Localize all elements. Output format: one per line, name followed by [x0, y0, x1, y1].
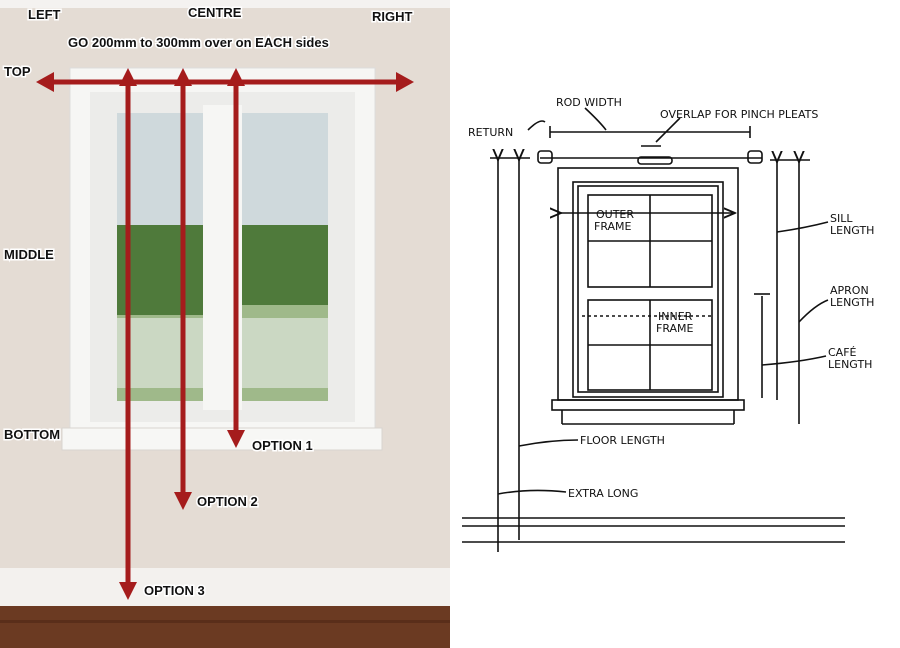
instruction-text: GO 200mm to 300mm over on EACH sides — [68, 35, 329, 50]
label-extra-long: EXTRA LONG — [568, 487, 638, 500]
label-overlap: OVERLAP FOR PINCH PLEATS — [660, 108, 818, 121]
label-left: LEFT — [28, 7, 61, 22]
label-sill-2: LENGTH — [830, 224, 874, 237]
option-3: OPTION 3 — [144, 583, 205, 598]
measurement-arrows — [36, 68, 414, 600]
window-sketch — [462, 107, 845, 552]
label-sill-1: SILL — [830, 212, 853, 225]
window-photo — [0, 0, 450, 648]
label-middle: MIDDLE — [4, 247, 54, 262]
label-cafe-1: CAFÉ — [828, 346, 857, 359]
label-apron-2: LENGTH — [830, 296, 874, 309]
option-2: OPTION 2 — [197, 494, 258, 509]
label-outer-frame-1: OUTER — [596, 208, 634, 221]
label-top: TOP — [4, 64, 31, 79]
label-outer-frame-2: FRAME — [594, 220, 632, 233]
label-right: RIGHT — [372, 9, 413, 24]
label-inner-frame-1: INNER — [658, 310, 693, 323]
option-1: OPTION 1 — [252, 438, 313, 453]
label-return: RETURN — [468, 126, 513, 139]
label-floor-length: FLOOR LENGTH — [580, 434, 665, 447]
label-cafe-2: LENGTH — [828, 358, 872, 371]
label-inner-frame-2: FRAME — [656, 322, 694, 335]
label-centre: CENTRE — [188, 5, 242, 20]
label-rod-width: ROD WIDTH — [556, 96, 622, 109]
label-bottom: BOTTOM — [4, 427, 60, 442]
label-apron-1: APRON — [830, 284, 869, 297]
